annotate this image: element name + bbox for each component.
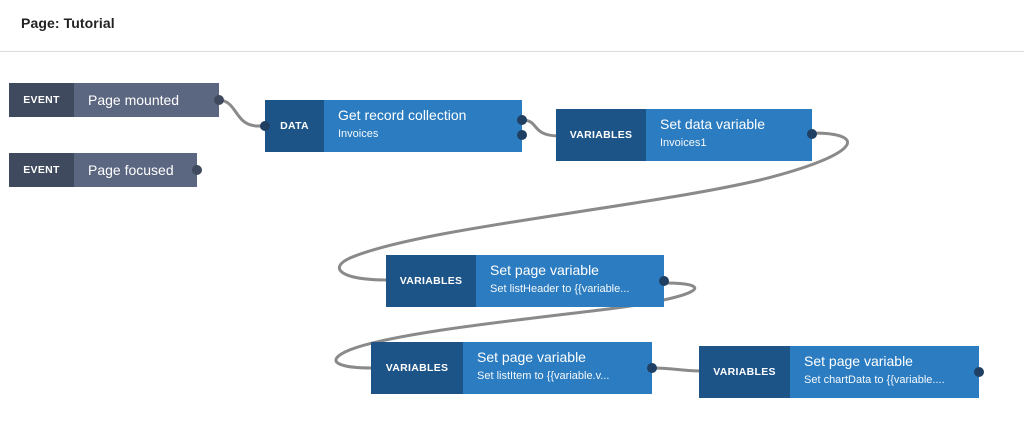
node-subtitle: Set chartData to {{variable....	[804, 374, 945, 386]
wire-page-var-2-to-page-var-3	[650, 366, 704, 373]
node-title: Set page variable	[477, 349, 586, 365]
output-port[interactable]	[214, 95, 224, 105]
node-title: Page focused	[88, 162, 174, 178]
node-tag: EVENT	[9, 153, 74, 187]
output-port[interactable]	[807, 129, 817, 139]
node-tag: VARIABLES	[386, 255, 476, 307]
node-tag: VARIABLES	[556, 109, 646, 161]
node-title: Set page variable	[490, 262, 599, 278]
node-title: Page mounted	[88, 92, 180, 108]
node-title: Set page variable	[804, 353, 913, 369]
node-tag: DATA	[265, 100, 324, 152]
variables-node-set-data-variable[interactable]: VARIABLES Set data variable Invoices1	[556, 109, 817, 161]
wire-get-records-to-set-data	[520, 118, 562, 138]
node-subtitle: Invoices1	[660, 137, 707, 149]
node-tag: VARIABLES	[699, 346, 790, 398]
output-port[interactable]	[659, 276, 669, 286]
node-title: Set data variable	[660, 116, 766, 132]
node-subtitle: Invoices	[338, 128, 379, 140]
node-tag: VARIABLES	[371, 342, 463, 394]
output-port[interactable]	[974, 367, 984, 377]
node-tag: EVENT	[9, 83, 74, 117]
event-node-page-focused[interactable]: EVENT Page focused	[9, 153, 202, 187]
wire-mounted-to-get-records	[216, 98, 268, 128]
event-node-page-mounted[interactable]: EVENT Page mounted	[9, 83, 224, 117]
data-node-get-record-collection[interactable]: DATA Get record collection Invoices	[260, 100, 527, 152]
output-port-success[interactable]	[517, 115, 527, 125]
node-title: Get record collection	[338, 107, 467, 123]
variables-node-set-page-variable-chart-data[interactable]: VARIABLES Set page variable Set chartDat…	[699, 346, 984, 398]
node-subtitle: Set listHeader to {{variable...	[490, 283, 630, 295]
output-port[interactable]	[647, 363, 657, 373]
page-header: Page: Tutorial	[0, 0, 1024, 52]
output-port-error[interactable]	[517, 130, 527, 140]
output-port[interactable]	[192, 165, 202, 175]
input-port[interactable]	[260, 121, 270, 131]
variables-node-set-page-variable-list-header[interactable]: VARIABLES Set page variable Set listHead…	[386, 255, 669, 307]
node-subtitle: Set listItem to {{variable.v...	[477, 370, 610, 382]
variables-node-set-page-variable-list-item[interactable]: VARIABLES Set page variable Set listItem…	[371, 342, 657, 394]
page-title: Page: Tutorial	[21, 15, 115, 31]
